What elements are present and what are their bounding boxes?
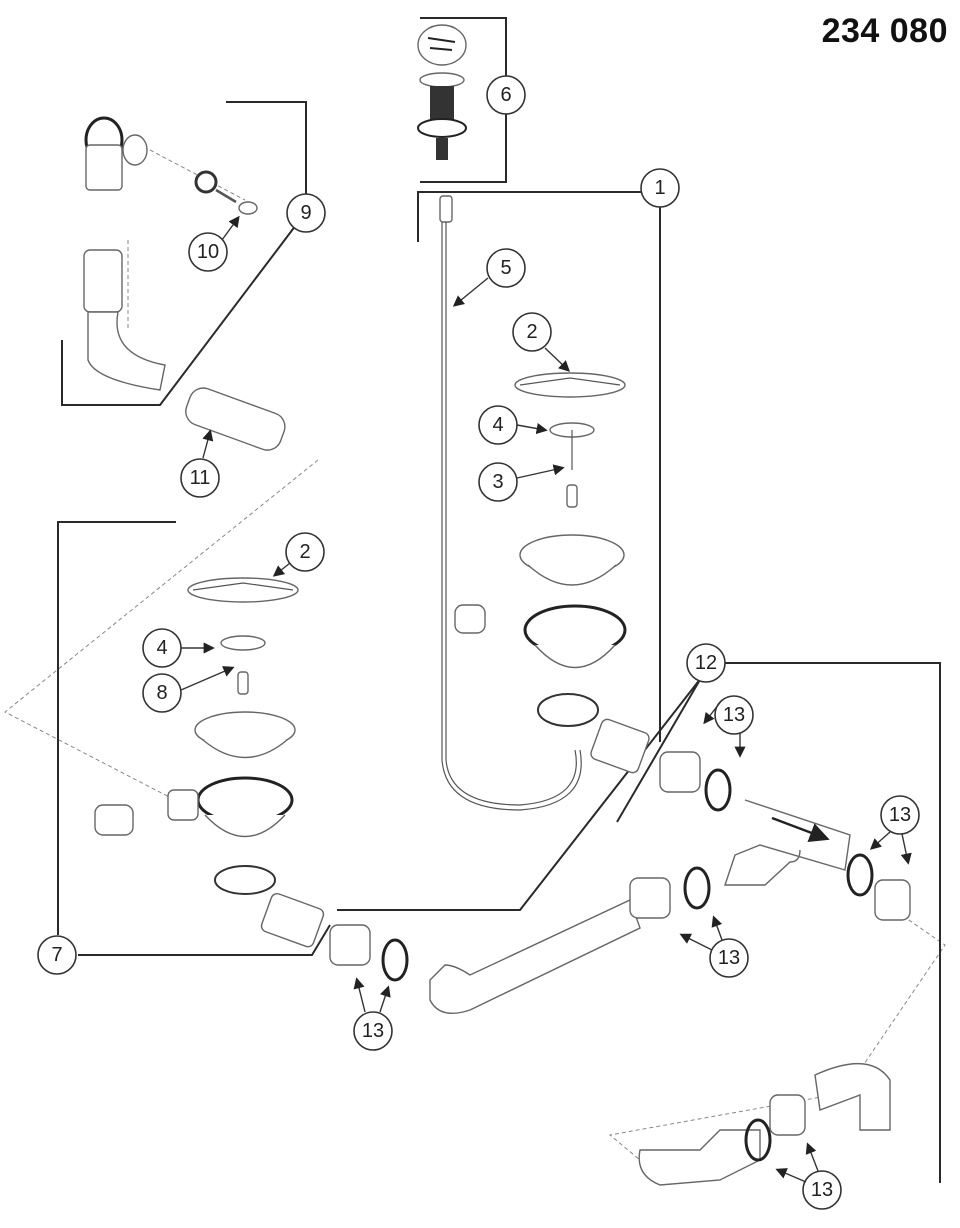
- callout-13-c: 13: [709, 938, 749, 978]
- svg-text:7: 7: [51, 944, 62, 966]
- callout-8: 8: [142, 673, 182, 713]
- svg-text:2: 2: [526, 321, 537, 343]
- diagram-part-number: 234 080: [821, 12, 948, 50]
- callout-7: 7: [37, 935, 77, 975]
- left-strainer-assembly: [94, 577, 325, 948]
- callout-6: 6: [486, 75, 526, 115]
- svg-text:1: 1: [654, 177, 665, 199]
- part-9-overflow-assembly: [83, 116, 286, 451]
- svg-text:11: 11: [190, 467, 211, 489]
- svg-text:4: 4: [492, 414, 503, 436]
- svg-text:13: 13: [723, 704, 745, 726]
- svg-text:2: 2: [299, 541, 310, 563]
- callout-2-left: 2: [285, 532, 325, 572]
- callout-10: 10: [188, 232, 228, 272]
- part-5-cable: [439, 195, 582, 811]
- svg-text:13: 13: [889, 804, 911, 826]
- callout-arrows: [180, 215, 912, 1183]
- svg-text:5: 5: [500, 257, 511, 279]
- callout-1: 1: [640, 168, 680, 208]
- svg-text:13: 13: [811, 1179, 833, 1201]
- callout-12: 12: [686, 643, 726, 683]
- part-12-drain-pipes: [329, 751, 911, 1186]
- callout-4-right: 4: [478, 405, 518, 445]
- svg-text:13: 13: [362, 1020, 384, 1042]
- bracket-lines: [57, 17, 941, 1183]
- callout-3: 3: [478, 462, 518, 502]
- callout-13-d: 13: [353, 1011, 393, 1051]
- part-6-knob-assembly: [417, 24, 467, 160]
- svg-text:3: 3: [492, 471, 503, 493]
- svg-text:12: 12: [695, 652, 717, 674]
- right-strainer-assembly: [454, 372, 650, 774]
- svg-text:13: 13: [718, 947, 740, 969]
- svg-text:10: 10: [197, 241, 219, 263]
- callout-13-b: 13: [880, 795, 920, 835]
- svg-text:8: 8: [156, 682, 167, 704]
- callout-9: 9: [286, 193, 326, 233]
- svg-text:6: 6: [500, 84, 511, 106]
- callout-5: 5: [486, 248, 526, 288]
- svg-text:4: 4: [156, 637, 167, 659]
- callout-4-left: 4: [142, 628, 182, 668]
- callout-11: 11: [180, 458, 220, 498]
- callout-2-right: 2: [512, 312, 552, 352]
- callout-13-e: 13: [802, 1170, 842, 1210]
- svg-text:9: 9: [300, 202, 311, 224]
- callout-13-a: 13: [714, 695, 754, 735]
- callouts: 1 2 3 4 5 6 9 10 11 2 4 8 7 12 13 13 13 …: [37, 75, 920, 1210]
